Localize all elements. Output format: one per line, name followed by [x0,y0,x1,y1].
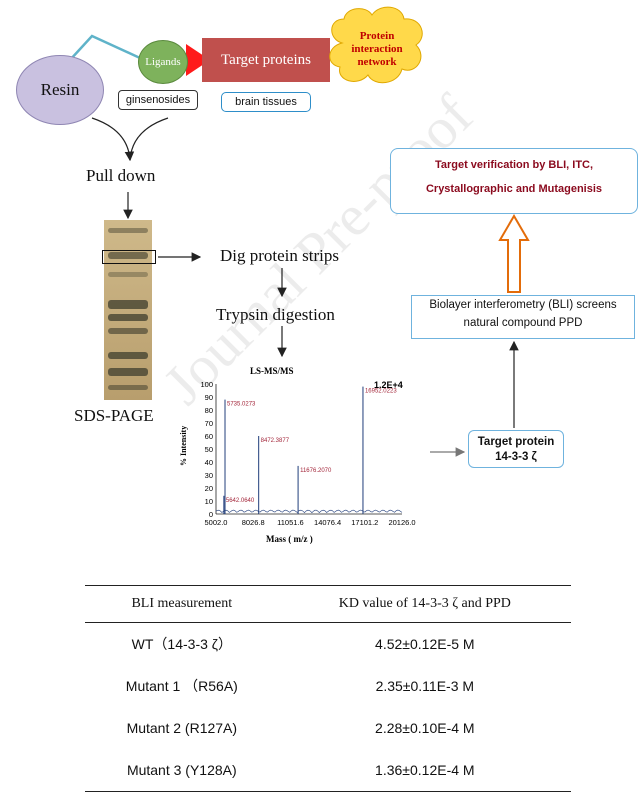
y-tick-label: 20 [205,484,213,493]
ms-spectrum-chart: LS-MS/MS 1.2E+4 % Intensity Mass ( m/z )… [179,366,416,544]
sds-page-gel [104,220,152,400]
row-label: WT（14-3-3 ζ） [131,636,232,652]
trypsin-label: Trypsin digestion [216,305,335,324]
row-label: Mutant 2 (R127A) [126,720,238,736]
x-tick-label: 5002.0 [205,518,228,527]
peak-label: 5735.0273 [227,402,256,408]
bli-screen-box: Biolayer interferometry (BLI) screens na… [411,295,635,339]
kd-table: BLI measurement KD value of 14-3-3 ζ and… [85,585,571,792]
table-row: WT（14-3-3 ζ） 4.52±0.12E-5 M [85,623,571,666]
spectrum-baseline [215,509,403,514]
col-header-kd: KD value of 14-3-3 ζ and PPD [278,585,571,623]
network-line-1: Protein [359,30,395,42]
pull-down-label: Pull down [86,166,156,185]
y-tick-label: 40 [205,458,213,467]
spectrum-scale: 1.2E+4 [374,380,403,390]
x-tick-label: 20126.0 [388,518,415,527]
y-tick-label: 30 [205,471,213,480]
network-line-3: network [357,56,397,68]
peak-label: 8472.3877 [261,438,290,444]
peak-label: 11676.2070 [300,468,332,474]
row-label: Mutant 3 (Y128A) [85,749,279,792]
spectrum-title: LS-MS/MS [250,366,294,376]
ligands-node: Ligands [138,40,188,84]
target-protein-line-1: Target protein [477,436,555,448]
dig-strips-label: Dig protein strips [220,246,339,265]
y-tick-label: 70 [205,419,213,428]
y-tick-label: 10 [205,497,213,506]
verification-line-2: Crystallographic and Mutagenisis [425,183,603,195]
bli-line-1: Biolayer interferometry (BLI) screens [429,299,617,311]
y-tick-label: 0 [209,510,213,519]
table-row: Mutant 3 (Y128A) 1.36±0.12E-4 M [85,749,571,792]
x-tick-label: 11051.6 [277,518,304,527]
peak-label: 5642.0640 [226,498,255,504]
spectrum-xlabel: Mass ( m/z ) [266,534,313,544]
bli-line-2: natural compound PPD [463,317,583,329]
y-tick-label: 60 [205,432,213,441]
table-row: Mutant 2 (R127A) 2.28±0.10E-4 M [85,707,571,749]
y-tick-label: 100 [200,380,213,389]
row-value: 2.28±0.10E-4 M [375,720,475,736]
target-verification-box: Target verification by BLI, ITC, Crystal… [390,148,638,214]
x-tick-label: 8026.8 [242,518,265,527]
target-proteins-node: Target proteins [202,38,330,82]
y-tick-label: 90 [205,393,213,402]
verification-line-1: Target verification by BLI, ITC, [434,159,594,171]
resin-node: Resin [16,55,104,125]
spectrum-ylabel: % Intensity [179,426,188,466]
x-tick-label: 14076.4 [314,518,341,527]
y-tick-label: 50 [205,445,213,454]
network-label: Protein interaction network [332,30,422,69]
row-value: 4.52±0.12E-5 M [375,636,475,652]
peak-label: 16952.0223 [365,389,397,395]
brain-tissues-label: brain tissues [221,92,311,112]
network-line-2: interaction [351,43,403,55]
row-value: 1.36±0.12E-4 M [278,749,571,792]
target-protein-line-2: 14-3-3 ζ [495,451,537,463]
row-label: Mutant 1 （R56A) [125,678,238,694]
x-tick-label: 17101.2 [351,518,378,527]
col-header-measurement: BLI measurement [85,585,279,623]
network-cloud-icon [329,6,423,84]
row-value: 2.35±0.11E-3 M [375,678,475,694]
selected-band-box [102,250,156,264]
table-row: Mutant 1 （R56A) 2.35±0.11E-3 M [85,665,571,707]
target-protein-box: Target protein 14-3-3 ζ [468,430,564,468]
ginsenosides-label: ginsenosides [118,90,198,110]
sds-page-label: SDS-PAGE [74,406,154,425]
y-tick-label: 80 [205,406,213,415]
